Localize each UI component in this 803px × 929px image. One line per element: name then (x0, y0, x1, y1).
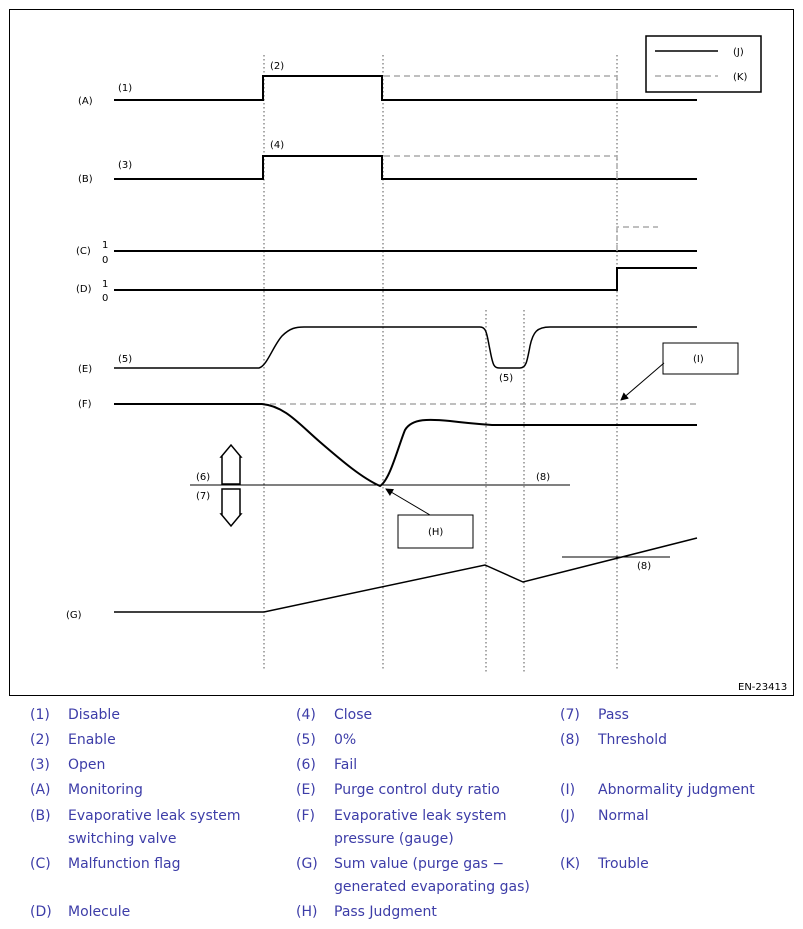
signal-e: (E) (5) (5) (78, 326, 697, 384)
legend-item-b: (B) Evaporative leak system switching va… (30, 805, 260, 851)
legend-code: (2) (30, 732, 50, 748)
time-markers (263, 55, 618, 672)
signal-g-label: (G) (66, 610, 82, 621)
label-8a: (8) (536, 472, 550, 483)
signal-e-label: (E) (78, 364, 92, 375)
signal-c-level-0: 0 (102, 255, 108, 266)
label-5b: (5) (499, 373, 513, 384)
legend-text: Evaporative leak system pressure (gauge) (334, 808, 507, 847)
legend-text: Purge control duty ratio (334, 782, 500, 798)
callout-i-box (662, 342, 739, 375)
legend-text: Enable (68, 732, 116, 748)
legend-code: (1) (30, 707, 50, 723)
legend-text: Pass Judgment (334, 904, 437, 920)
legend-code: (6) (296, 757, 316, 773)
callout-i: (I) (620, 342, 739, 401)
legend-text: Fail (334, 757, 358, 773)
signal-b-trouble (384, 155, 618, 179)
signal-a-label: (A) (78, 96, 93, 107)
legend-text: Monitoring (68, 782, 143, 798)
legend-code: (I) (560, 782, 576, 798)
line-key: (J) (K) (645, 35, 762, 93)
key-normal-label: (J) (733, 47, 744, 58)
label-5a: (5) (118, 354, 132, 365)
label-4: (4) (270, 140, 284, 151)
signal-f-normal (114, 403, 697, 488)
legend-text: Normal (598, 808, 649, 824)
label-7: (7) (196, 491, 210, 502)
legend-code: (H) (296, 904, 318, 920)
legend-code: (F) (296, 808, 315, 824)
legend-code: (B) (30, 808, 51, 824)
signal-a: (A) (1) (2) (78, 61, 697, 107)
signal-e-line (114, 326, 697, 369)
legend-text: Sum value (purge gas − generated evapora… (334, 856, 530, 895)
legend-code: (C) (30, 856, 51, 872)
callout-h-label: (H) (428, 527, 443, 538)
signal-d-line (114, 267, 697, 291)
legend-code: (8) (560, 732, 580, 748)
signal-f-label: (F) (78, 399, 92, 410)
legend-text: 0% (334, 732, 357, 748)
figure-id: EN-23413 (738, 682, 787, 693)
fail-up-arrow-icon (219, 443, 243, 485)
signal-d-label: (D) (76, 284, 92, 295)
signal-b-label: (B) (78, 174, 93, 185)
signal-f: (F) (6) (7) (8) (78, 399, 697, 528)
legend-code: (K) (560, 856, 581, 872)
callout-h-pointer (385, 488, 431, 516)
signal-g: (G) (8) (66, 537, 698, 621)
signal-a-normal (114, 75, 697, 101)
signal-g-line (114, 537, 698, 613)
diagram-frame (9, 9, 794, 696)
legend-item-g: (G) Sum value (purge gas − generated eva… (296, 853, 546, 899)
callout-h: (H) (385, 488, 474, 549)
legend-text: Threshold (598, 732, 667, 748)
legend-code: (J) (560, 808, 576, 824)
signal-b-normal (114, 155, 697, 180)
legend-text: Disable (68, 707, 120, 723)
signal-b: (B) (3) (4) (78, 140, 697, 185)
legend-text: Pass (598, 707, 629, 723)
legend-text: Close (334, 707, 373, 723)
label-8b: (8) (637, 561, 651, 572)
legend-text: Malfunction flag (68, 856, 181, 872)
key-trouble-label: (K) (733, 72, 747, 83)
label-3: (3) (118, 160, 132, 171)
signal-c-trouble (616, 226, 658, 251)
signal-c: (C) 1 0 (76, 226, 697, 266)
legend-code: (4) (296, 707, 316, 723)
label-2: (2) (270, 61, 284, 72)
line-key-box (645, 35, 762, 93)
legend-text: Evaporative leak system switching valve (68, 808, 241, 847)
signal-c-level-1: 1 (102, 240, 108, 251)
legend-code: (3) (30, 757, 50, 773)
legend-text: Trouble (598, 856, 649, 872)
legend-code: (D) (30, 904, 52, 920)
callout-h-box (397, 514, 474, 549)
legend-text: Abnormality judgment (598, 782, 755, 798)
callout-i-pointer (620, 362, 665, 401)
legend-text: Open (68, 757, 106, 773)
signal-a-trouble (384, 75, 618, 100)
signal-d: (D) 1 0 (76, 267, 697, 304)
legend-code: (E) (296, 782, 316, 798)
legend-text: Molecule (68, 904, 131, 920)
label-1: (1) (118, 83, 132, 94)
callout-i-label: (I) (693, 354, 704, 365)
legend-item-f: (F) Evaporative leak system pressure (ga… (296, 805, 536, 851)
legend-code: (5) (296, 732, 316, 748)
signal-c-label: (C) (76, 246, 91, 257)
signal-d-level-1: 1 (102, 279, 108, 290)
pass-down-arrow-icon (219, 488, 243, 528)
legend-code: (G) (296, 856, 318, 872)
label-6: (6) (196, 472, 210, 483)
signal-d-level-0: 0 (102, 293, 108, 304)
legend-code: (7) (560, 707, 580, 723)
legend-code: (A) (30, 782, 51, 798)
timing-diagram: (J) (K) (A) (1) (2) (B) (3) (4) (C) 1 0 … (9, 9, 794, 696)
